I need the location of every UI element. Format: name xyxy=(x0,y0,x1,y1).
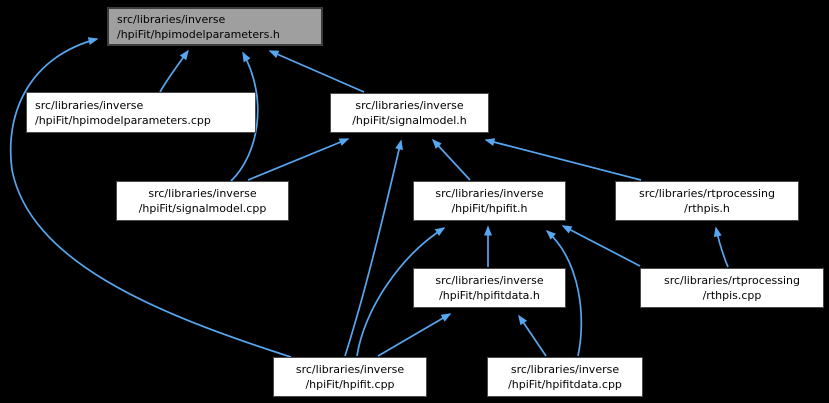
node-label-line1: src/libraries/inverse xyxy=(510,363,620,376)
graph-node-hpifit-h[interactable]: src/libraries/inverse/hpiFit/hpifit.h xyxy=(413,181,566,221)
edge-hpifit-cpp-to-hpimodelparameters-h xyxy=(9,37,292,358)
node-label-line2: /hpiFit/hpimodelparameters.cpp xyxy=(35,113,211,127)
node-label-line2: /rthpis.cpp xyxy=(702,289,762,302)
node-label-line1: src/libraries/rtprocessing xyxy=(638,187,776,200)
edge-signalmodel-h-to-hpimodelparameters-h xyxy=(268,50,365,93)
edge-hpifit-h-to-signalmodel-h xyxy=(431,138,471,181)
node-label-line2: /hpiFit/hpifitdata.cpp xyxy=(508,378,622,391)
edge-rthpis-cpp-to-rthpis-h xyxy=(713,226,729,268)
edge-hpifit-cpp-to-hpifitdata-h xyxy=(377,313,452,357)
node-label-line1: src/libraries/inverse xyxy=(35,98,144,112)
edge-hpifit-cpp-to-hpifit-h xyxy=(356,227,446,357)
edges-group xyxy=(9,37,729,358)
graph-node-rthpis-cpp[interactable]: src/libraries/rtprocessing/rthpis.cpp xyxy=(640,268,824,308)
edge-hpimodelparameters-cpp-to-hpimodelparameters-h xyxy=(159,49,189,93)
node-label-line1: src/libraries/rtprocessing xyxy=(663,274,801,287)
edge-signalmodel-cpp-to-signalmodel-h xyxy=(247,138,350,181)
node-label-line1: src/libraries/inverse xyxy=(355,99,464,112)
edge-hpifitdata-cpp-to-hpifit-h xyxy=(545,229,583,357)
edge-signalmodel-cpp-to-hpimodelparameters-h xyxy=(230,51,259,182)
graph-node-rthpis-h[interactable]: src/libraries/rtprocessing/rthpis.h xyxy=(615,181,799,221)
graph-node-hpifitdata-h[interactable]: src/libraries/inverse/hpiFit/hpifitdata.… xyxy=(413,268,566,308)
node-label-line1: src/libraries/inverse xyxy=(435,187,544,200)
edge-rthpis-cpp-to-hpifit-h xyxy=(561,225,641,267)
node-label-line2: /hpiFit/hpifit.h xyxy=(451,202,528,215)
node-label-line2: /hpiFit/signalmodel.cpp xyxy=(138,202,267,215)
graph-node-hpifitdata-cpp[interactable]: src/libraries/inverse/hpiFit/hpifitdata.… xyxy=(487,357,643,397)
graph-node-signalmodel-h[interactable]: src/libraries/inverse/hpiFit/signalmodel… xyxy=(330,93,489,133)
node-label-line1: src/libraries/inverse xyxy=(117,12,226,26)
edge-hpifit-cpp-to-signalmodel-h xyxy=(344,139,403,357)
graph-node-hpifit-cpp[interactable]: src/libraries/inverse/hpiFit/hpifit.cpp xyxy=(273,357,427,397)
graph-node-hpimodelparameters-h[interactable]: src/libraries/inverse/hpiFit/hpimodelpar… xyxy=(107,7,323,46)
graph-node-hpimodelparameters-cpp[interactable]: src/libraries/inverse/hpiFit/hpimodelpar… xyxy=(26,92,256,133)
node-label-line2: /hpiFit/hpifit.cpp xyxy=(305,378,395,391)
node-label-line1: src/libraries/inverse xyxy=(295,363,405,376)
node-label-line2: /rthpis.h xyxy=(684,202,730,215)
node-label-line2: /hpiFit/signalmodel.h xyxy=(352,114,467,127)
edge-hpifitdata-cpp-to-hpifitdata-h xyxy=(518,314,547,357)
graph-node-signalmodel-cpp[interactable]: src/libraries/inverse/hpiFit/signalmodel… xyxy=(116,181,289,221)
node-label-line2: /hpiFit/hpifitdata.h xyxy=(439,289,540,302)
edge-rthpis-h-to-signalmodel-h xyxy=(484,138,642,181)
node-label-line1: src/libraries/inverse xyxy=(435,274,544,287)
node-label-line1: src/libraries/inverse xyxy=(148,187,257,200)
node-label-line2: /hpiFit/hpimodelparameters.h xyxy=(117,27,280,41)
